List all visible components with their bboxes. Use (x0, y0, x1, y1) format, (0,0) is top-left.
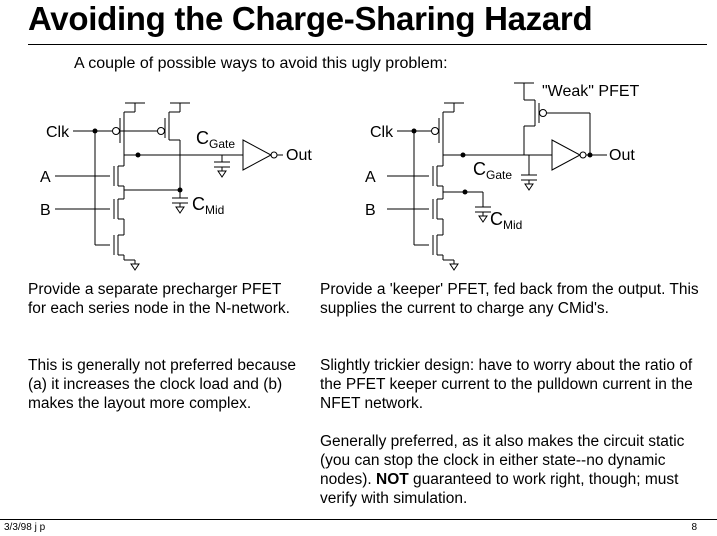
title-underline (28, 44, 707, 45)
right-cgate-label: C (473, 159, 486, 179)
right-circuit (387, 82, 607, 264)
left-cgate-label: C (196, 128, 209, 148)
left-a-label: A (40, 169, 51, 186)
right-clk-label: Clk (370, 124, 394, 141)
footer-rule (0, 519, 717, 520)
left-cgate-sub: Gate (209, 137, 235, 151)
right-out-label: Out (609, 147, 635, 164)
right-a-label: A (365, 169, 376, 186)
junction-dot (462, 189, 468, 195)
weak-pfet-label: "Weak" PFET (542, 83, 640, 100)
left-b-label: B (40, 202, 51, 219)
left-cmid-sub: Mid (205, 203, 224, 217)
ground-symbol (175, 206, 185, 214)
right-paragraph-3-end: guaranteed to work right, though; must v… (320, 471, 679, 507)
right-paragraph-3-emphasis: NOT (376, 471, 409, 488)
junction-dot (411, 128, 417, 134)
left-paragraph-2: This is generally not preferred because … (28, 357, 296, 412)
page-number: 8 (691, 522, 697, 533)
junction-dot (177, 187, 183, 193)
ground-symbol (217, 170, 227, 178)
right-cmid-label: C (490, 209, 503, 229)
left-out-label: Out (286, 147, 312, 164)
left-cmid-label: C (192, 194, 205, 214)
right-b-label: B (365, 202, 376, 219)
right-cmid-sub: Mid (503, 218, 522, 232)
ground-symbol (449, 263, 459, 271)
junction-dot (92, 128, 98, 134)
junction-dot (135, 152, 141, 158)
left-circuit (55, 102, 283, 264)
junction-dot (587, 152, 593, 158)
slide-title: Avoiding the Charge-Sharing Hazard (28, 0, 593, 37)
ground-symbol (524, 183, 534, 191)
right-cgate-sub: Gate (486, 168, 512, 182)
ground-symbol (478, 215, 488, 223)
right-paragraph-1: Provide a 'keeper' PFET, fed back from t… (320, 281, 699, 317)
circuit-diagrams: Clk A B Out C Gate C Mid "Weak" PFET Clk… (40, 82, 640, 271)
slide-subtitle: A couple of possible ways to avoid this … (74, 55, 448, 72)
right-paragraph-3-start: Generally preferred, as it also makes th… (320, 433, 685, 488)
right-paragraph-2: Slightly trickier design: have to worry … (320, 357, 693, 412)
ground-symbol (130, 263, 140, 271)
footer-date: 3/3/98 j p (4, 522, 46, 533)
left-paragraph-1: Provide a separate precharger PFET for e… (28, 281, 290, 317)
right-paragraph-3: Generally preferred, as it also makes th… (320, 432, 710, 508)
left-clk-label: Clk (46, 124, 70, 141)
junction-dot (460, 152, 466, 158)
